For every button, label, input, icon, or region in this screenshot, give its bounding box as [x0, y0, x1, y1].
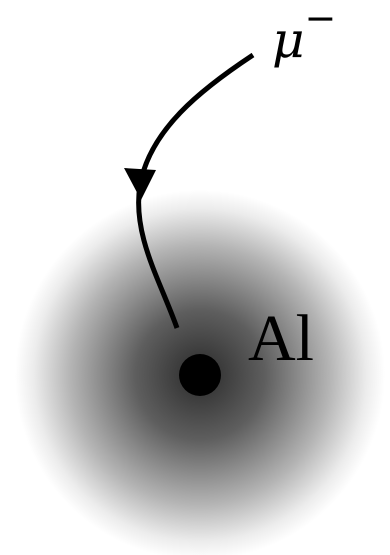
nucleus-dot	[179, 354, 221, 396]
muon-label: μ−	[272, 0, 336, 69]
nucleus-label: Al	[248, 302, 314, 375]
muon-symbol: μ	[272, 11, 305, 69]
trajectory-arrowhead-icon	[124, 168, 156, 200]
muon-charge: −	[305, 0, 337, 40]
